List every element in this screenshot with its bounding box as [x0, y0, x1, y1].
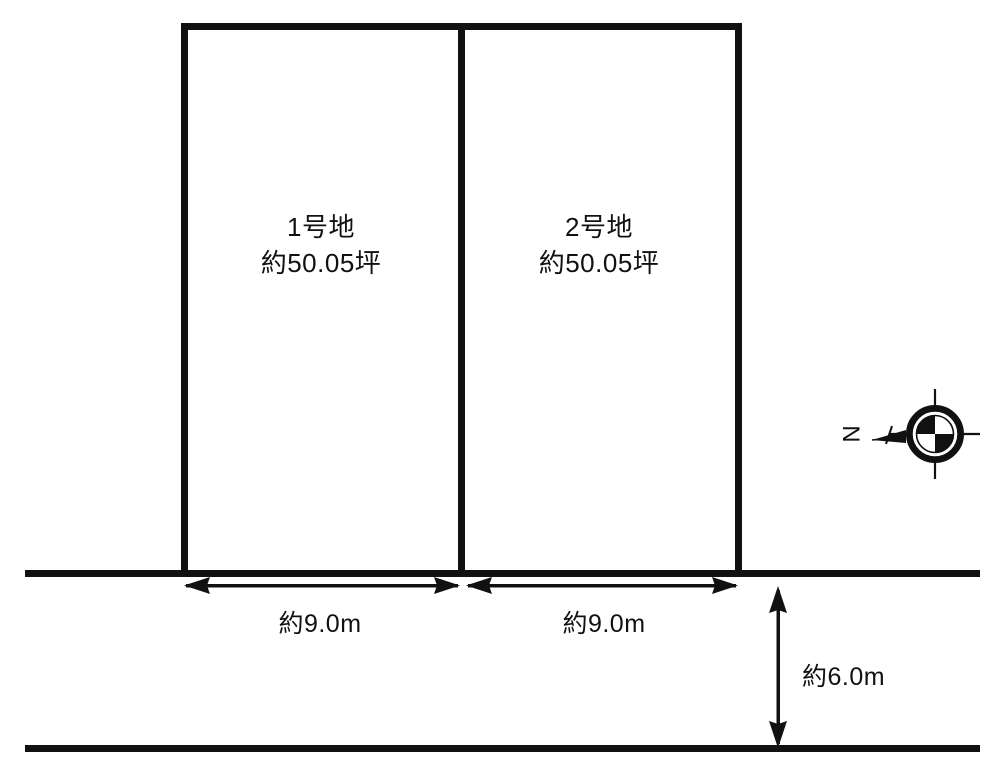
plot-2-name-label: 2号地: [565, 212, 633, 242]
dimension-arrow-road-width: [769, 586, 787, 748]
plot-1-area-label: 約50.05坪: [260, 248, 382, 278]
road-lower-edge: [25, 745, 980, 752]
north-arrow-icon: [871, 389, 980, 479]
dimension-label-plot2-width: 約9.0m: [562, 610, 646, 638]
dimension-label-road-width: 約6.0m: [802, 663, 886, 691]
plot-divider-line: [458, 23, 465, 573]
plot-2-boundary: [458, 23, 742, 573]
plot-2-area-label: 約50.05坪: [538, 248, 660, 278]
plot-1-name-label: 1号地: [287, 212, 355, 242]
svg-text:N: N: [839, 425, 866, 442]
dimension-arrow-plot2-width: [466, 577, 738, 594]
road-upper-edge: [25, 570, 980, 577]
dimension-arrow-plot1-width: [184, 577, 460, 594]
dimension-label-plot1-width: 約9.0m: [278, 610, 362, 638]
plot-1-boundary: [181, 23, 462, 573]
north-letter-icon: N: [839, 425, 866, 442]
